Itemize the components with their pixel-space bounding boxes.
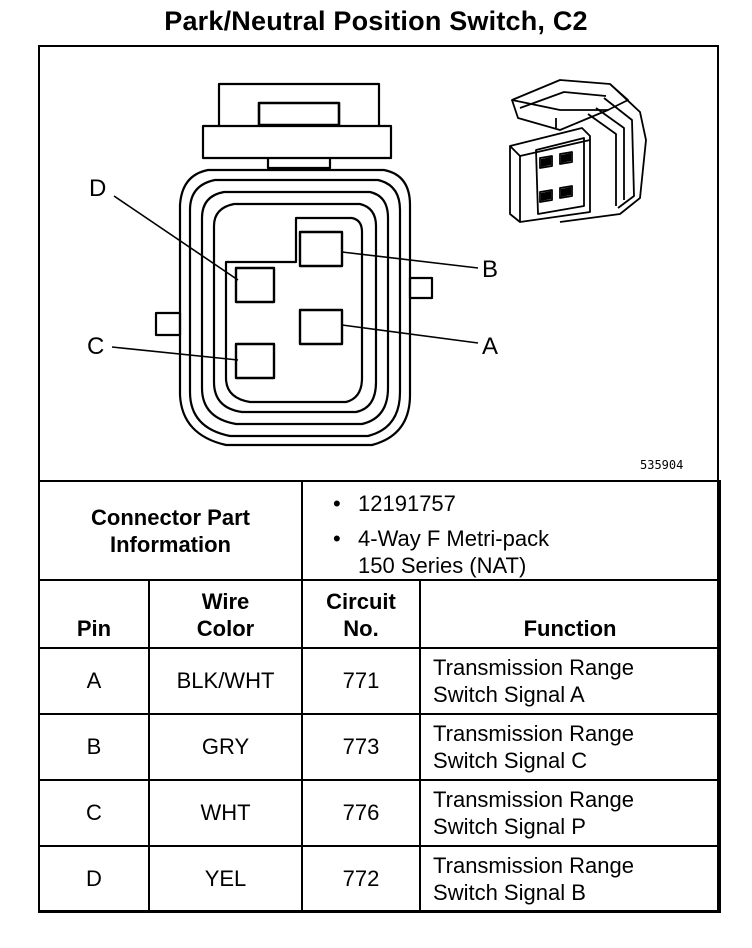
table-header-row: Pin Wire Color Circuit No. Function xyxy=(38,579,722,649)
pin-cell: A xyxy=(38,647,150,715)
circuit-header: Circuit No. xyxy=(301,579,422,649)
pinout-table: Connector Part Information •12191757 • 4… xyxy=(37,480,722,913)
circuit-cell: 772 xyxy=(301,845,422,913)
pin-label-a: A xyxy=(482,333,498,360)
circuit-cell: 771 xyxy=(301,647,422,715)
pin-cell: B xyxy=(38,713,150,781)
wire-color-header: Wire Color xyxy=(147,579,304,649)
list-item: •12191757 xyxy=(333,491,456,516)
pin-label-c: C xyxy=(87,333,104,360)
wire-color-cell: YEL xyxy=(147,845,304,913)
connector-info-label: Connector Part Information xyxy=(37,480,304,581)
connector-face-diagram: D C B A xyxy=(87,79,647,447)
connector-info-row: Connector Part Information •12191757 • 4… xyxy=(37,480,722,581)
wire-color-cell: GRY xyxy=(147,713,304,781)
pin-cell: C xyxy=(38,779,150,847)
figure-number: 535904 xyxy=(640,458,684,472)
circuit-cell: 773 xyxy=(301,713,422,781)
wire-color-cell: BLK/WHT xyxy=(147,647,304,715)
pin-cell: D xyxy=(38,845,150,913)
pin-header: Pin xyxy=(38,579,150,649)
list-item: • 4-Way F Metri-pack 150 Series (NAT) xyxy=(333,526,550,578)
circuit-cell: 776 xyxy=(301,779,422,847)
pin-label-d: D xyxy=(89,175,106,202)
page-title: Park/Neutral Position Switch, C2 xyxy=(164,6,588,36)
pin-label-b: B xyxy=(482,256,498,283)
function-header: Function xyxy=(419,579,722,649)
wire-color-cell: WHT xyxy=(147,779,304,847)
connector-info-details: •12191757 • 4-Way F Metri-pack 150 Serie… xyxy=(301,480,722,581)
